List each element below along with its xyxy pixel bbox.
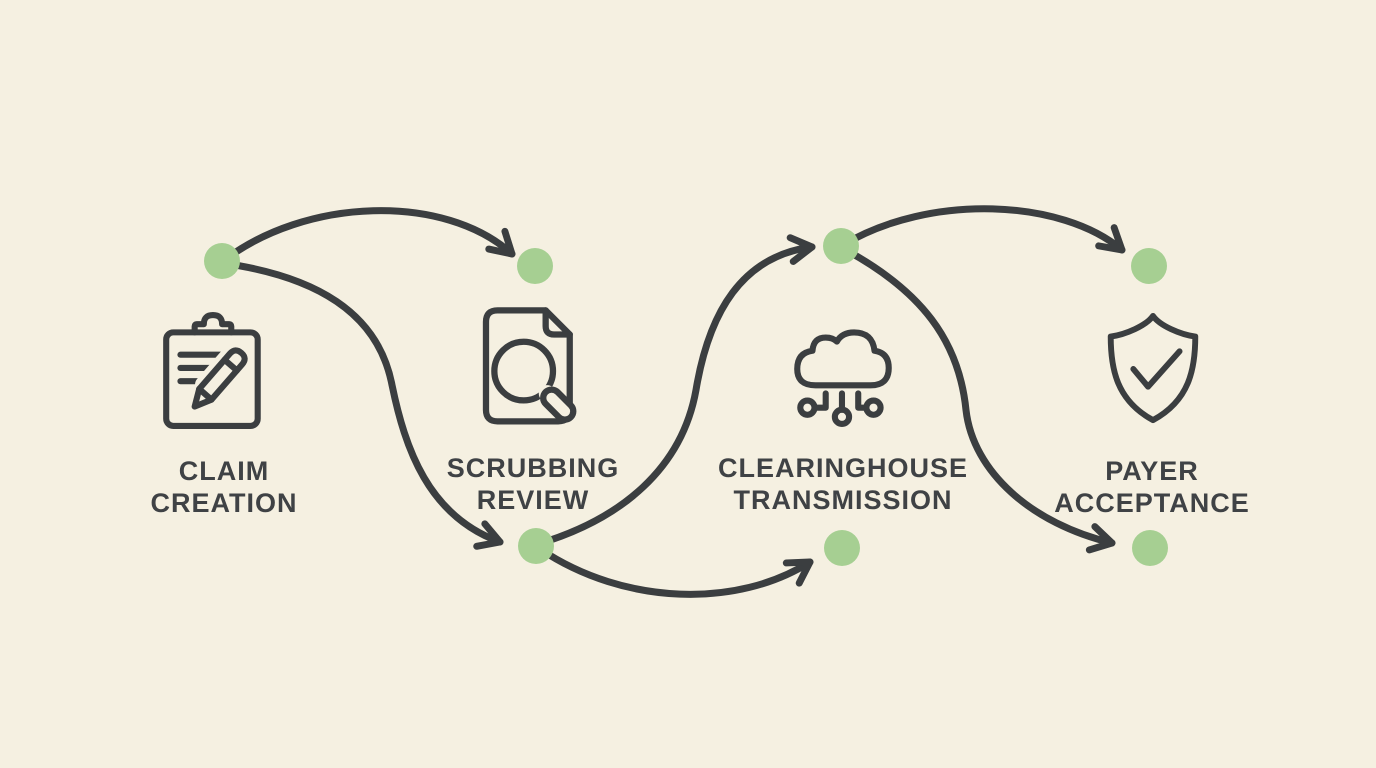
node-dot-clearinghouse-bottom — [824, 530, 860, 566]
arrow-scrubbing-to-clearinghouse-top — [534, 234, 816, 548]
document-magnifier-icon — [468, 302, 594, 436]
node-dot-claim-start — [204, 243, 240, 279]
arrow-clearinghouse-to-payer-top — [839, 205, 1126, 254]
arrow-claim-to-scrubbing-top — [218, 207, 516, 266]
node-dot-payer-top — [1131, 248, 1167, 284]
stage-label-claim-creation: CLAIM CREATION — [150, 456, 298, 518]
arrow-claim-to-scrubbing-bottom — [218, 259, 504, 550]
stage-label-payer-acceptance: PAYER ACCEPTANCE — [1054, 456, 1250, 518]
node-dot-scrubbing-top — [517, 248, 553, 284]
shield-check-icon — [1094, 308, 1212, 430]
node-dot-scrubbing-bottom — [518, 528, 554, 564]
stage-label-clearinghouse-transmission: CLEARINGHOUSE TRANSMISSION — [717, 453, 969, 515]
arrow-clearinghouse-to-payer-bottom — [840, 245, 1116, 554]
cloud-network-icon — [783, 306, 905, 428]
node-dot-clearinghouse-top — [823, 228, 859, 264]
node-dot-payer-bottom — [1132, 530, 1168, 566]
arrow-scrubbing-to-clearinghouse-bottom — [536, 545, 814, 598]
stage-label-scrubbing-review: SCRUBBING REVIEW — [446, 453, 620, 515]
clipboard-pencil-icon — [154, 310, 276, 432]
